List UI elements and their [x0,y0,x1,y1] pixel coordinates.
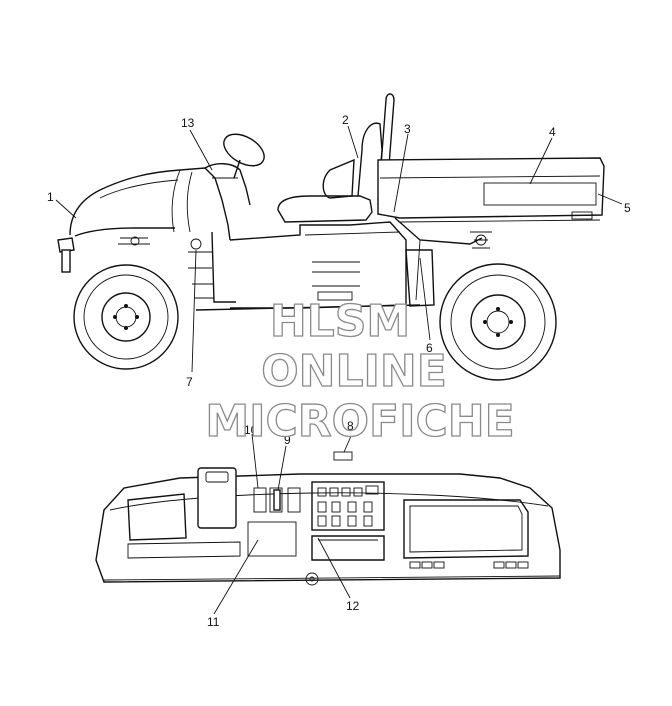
front-wheel [73,264,179,370]
callout-4: 4 [549,125,556,139]
callout-6: 6 [426,341,433,355]
watermark-line-1: HLSM [270,296,410,347]
watermark-line-2: ONLINE [261,346,447,397]
callout-8: 8 [347,419,354,433]
rear-wheel [439,263,557,381]
callout-labels: 1 2 3 4 5 6 7 8 9 10 11 12 13 [47,113,631,629]
callout-10: 10 [244,423,258,437]
callout-12: 12 [346,599,360,613]
watermark: HLSM ONLINE MICROFICHE [205,295,516,447]
leader-lines [55,125,623,615]
callout-11: 11 [207,615,220,629]
callout-2: 2 [342,113,349,127]
watermark-line-3: MICROFICHE [205,396,514,447]
callout-7: 7 [186,375,193,389]
callout-5: 5 [624,201,631,215]
vehicle-side-view [57,93,605,381]
callout-3: 3 [404,122,411,136]
callout-1: 1 [47,190,54,204]
callout-13: 13 [181,116,195,130]
dash-panel-view [95,451,561,586]
callout-9: 9 [284,433,291,447]
